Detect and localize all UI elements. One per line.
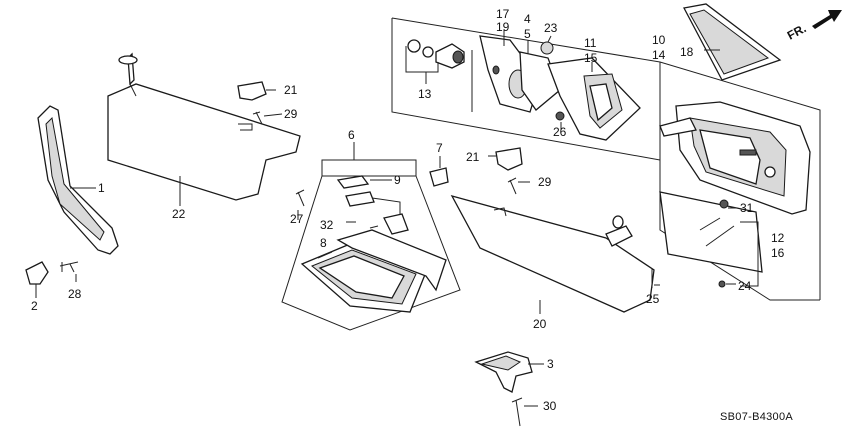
callout-27: 27 xyxy=(290,212,304,226)
screw xyxy=(718,280,726,288)
callout-19: 19 xyxy=(496,20,510,34)
left-sun-visor xyxy=(107,83,301,201)
vanity-connector xyxy=(383,213,409,235)
right-sun-visor xyxy=(450,194,655,313)
assist-grip xyxy=(37,105,119,255)
screw xyxy=(252,111,263,125)
screw xyxy=(295,189,305,207)
callout-10: 10 xyxy=(652,33,666,47)
callout-21-upper: 21 xyxy=(284,83,298,97)
mirror-adjust-knob xyxy=(407,39,465,69)
direction-label: FR. xyxy=(785,21,809,42)
visor-clip xyxy=(237,81,267,101)
callout-23: 23 xyxy=(544,21,558,35)
callout-30: 30 xyxy=(543,399,557,413)
vanity-switch xyxy=(345,191,375,207)
callout-14: 14 xyxy=(652,48,666,62)
vanity-latch xyxy=(336,175,370,189)
vanity-mirror-frame xyxy=(336,229,447,292)
bolt xyxy=(59,261,79,273)
mirror-corner-garnish xyxy=(683,3,782,81)
callout-2: 2 xyxy=(31,299,38,313)
callout-6: 6 xyxy=(348,128,355,142)
callout-13: 13 xyxy=(418,87,432,101)
visor-holder xyxy=(474,351,533,393)
callout-4: 4 xyxy=(524,12,531,26)
callout-17: 17 xyxy=(496,7,510,21)
callout-9: 9 xyxy=(394,173,401,187)
callout-28: 28 xyxy=(68,287,82,301)
visor-clip xyxy=(429,167,449,187)
callout-18: 18 xyxy=(680,45,694,59)
callout-12: 12 xyxy=(771,231,785,245)
callout-5: 5 xyxy=(524,27,531,41)
callout-15: 15 xyxy=(584,51,598,65)
screw xyxy=(555,111,565,121)
direction-arrow-icon xyxy=(812,10,842,29)
callout-29-lower: 29 xyxy=(538,175,552,189)
callout-32: 32 xyxy=(320,218,334,232)
callout-20: 20 xyxy=(533,317,547,331)
callout-29-upper: 29 xyxy=(284,107,298,121)
callout-24: 24 xyxy=(738,279,752,293)
callout-labels: 1 2 3 4 5 6 7 8 9 10 11 12 13 14 15 16 1… xyxy=(31,7,785,413)
nut xyxy=(719,199,729,209)
callout-11: 11 xyxy=(584,36,597,50)
door-mirror-body xyxy=(659,101,811,215)
callout-22: 22 xyxy=(172,207,186,221)
grip-cover xyxy=(25,261,49,285)
callout-3: 3 xyxy=(547,357,554,371)
screw xyxy=(511,397,523,427)
callout-21-lower: 21 xyxy=(466,150,480,164)
diagram-code: SB07-B4300A xyxy=(720,411,793,423)
leader-lines xyxy=(35,35,759,407)
callout-31: 31 xyxy=(740,201,754,215)
front-direction-indicator: FR. xyxy=(785,10,842,43)
callout-26: 26 xyxy=(553,125,567,139)
callout-16: 16 xyxy=(771,246,785,260)
mirror-frame xyxy=(547,57,641,141)
screw xyxy=(507,177,517,195)
visor-pivot-rod xyxy=(118,52,138,97)
callout-1: 1 xyxy=(98,181,105,195)
visor-pivot-rod xyxy=(605,215,633,247)
callout-25: 25 xyxy=(646,292,660,306)
visor-clip xyxy=(495,147,523,171)
callout-8: 8 xyxy=(320,236,327,250)
callout-7: 7 xyxy=(436,141,443,155)
grommet xyxy=(540,41,554,55)
